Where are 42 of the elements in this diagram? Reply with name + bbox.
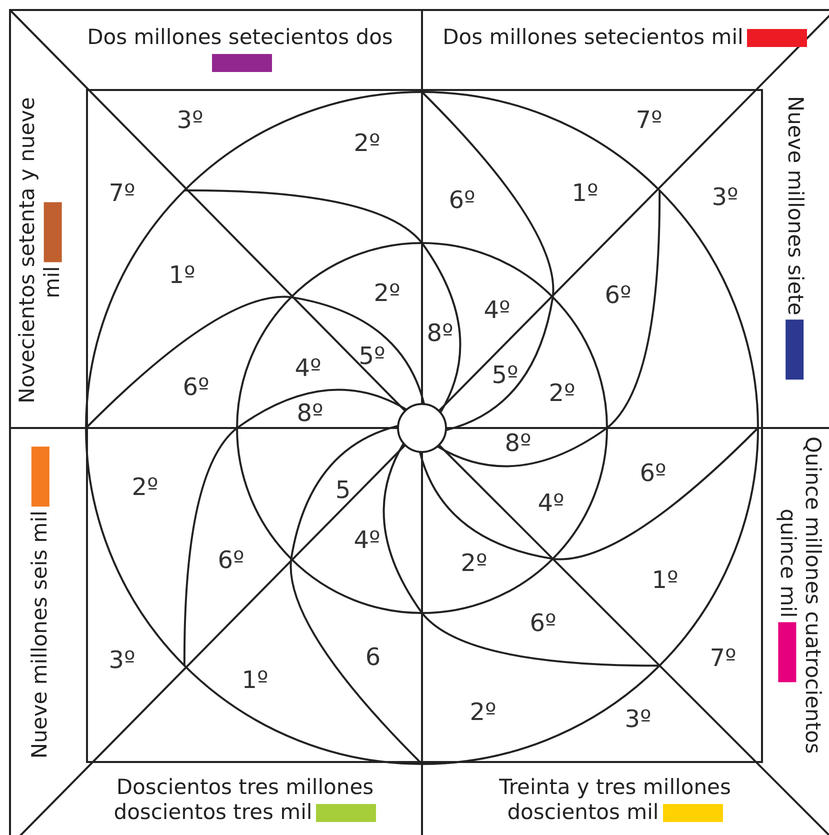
region-number: 2º xyxy=(460,551,488,575)
legend-text: Nueve millones siete xyxy=(784,96,808,316)
region-number: 6º xyxy=(218,548,244,572)
region-number: 1º xyxy=(168,263,196,287)
region-number: 5 xyxy=(335,478,351,502)
region-number: 5º xyxy=(358,344,386,368)
region-number: 2º xyxy=(132,475,158,499)
region-number: 7º xyxy=(636,108,662,132)
region-number: 3º xyxy=(176,108,204,132)
region-number: 2º xyxy=(354,131,380,155)
region-number: 2º xyxy=(374,281,400,305)
region-number: 6º xyxy=(640,461,666,485)
region-number: 4º xyxy=(354,528,380,552)
region-number: 1º xyxy=(572,181,598,205)
region-number: 6º xyxy=(530,611,556,635)
region-number: 1º xyxy=(242,668,268,692)
region-number: 8º xyxy=(504,431,532,455)
legend-text: Quince millones cuatrocientos quince mil xyxy=(776,436,826,754)
region-number: 4º xyxy=(538,491,564,515)
region-number: 5º xyxy=(492,363,518,387)
region-number: 2º xyxy=(548,381,576,405)
region-number: 8º xyxy=(426,321,454,345)
legend-text: Dos millones setecientos dos xyxy=(87,25,393,49)
region-number: 6 xyxy=(365,645,381,669)
region-number: 3º xyxy=(624,707,652,731)
legend-text: Dos millones setecientos mil xyxy=(442,25,744,49)
region-number: 7º xyxy=(108,181,136,205)
region-number: 4º xyxy=(294,356,322,380)
region-number: 6º xyxy=(182,375,210,399)
region-number: 3º xyxy=(108,648,136,672)
region-number: 7º xyxy=(710,646,736,670)
region-number: 1º xyxy=(652,568,678,592)
legend-text: Doscientos tres millones doscientos tres mil xyxy=(114,775,374,824)
region-number: 8º xyxy=(296,401,324,425)
region-number: 6º xyxy=(448,188,476,212)
region-number: 3º xyxy=(712,185,738,209)
region-number: 2º xyxy=(470,700,496,724)
region-number: 4º xyxy=(484,298,510,322)
legend-text: Novecientos setenta y nueve mil xyxy=(14,97,64,404)
region-number: 6º xyxy=(604,283,632,307)
legend-text: Treinta y tres millones doscientos mil xyxy=(499,775,731,824)
legend-text: Nueve millones seis mil xyxy=(27,510,52,759)
